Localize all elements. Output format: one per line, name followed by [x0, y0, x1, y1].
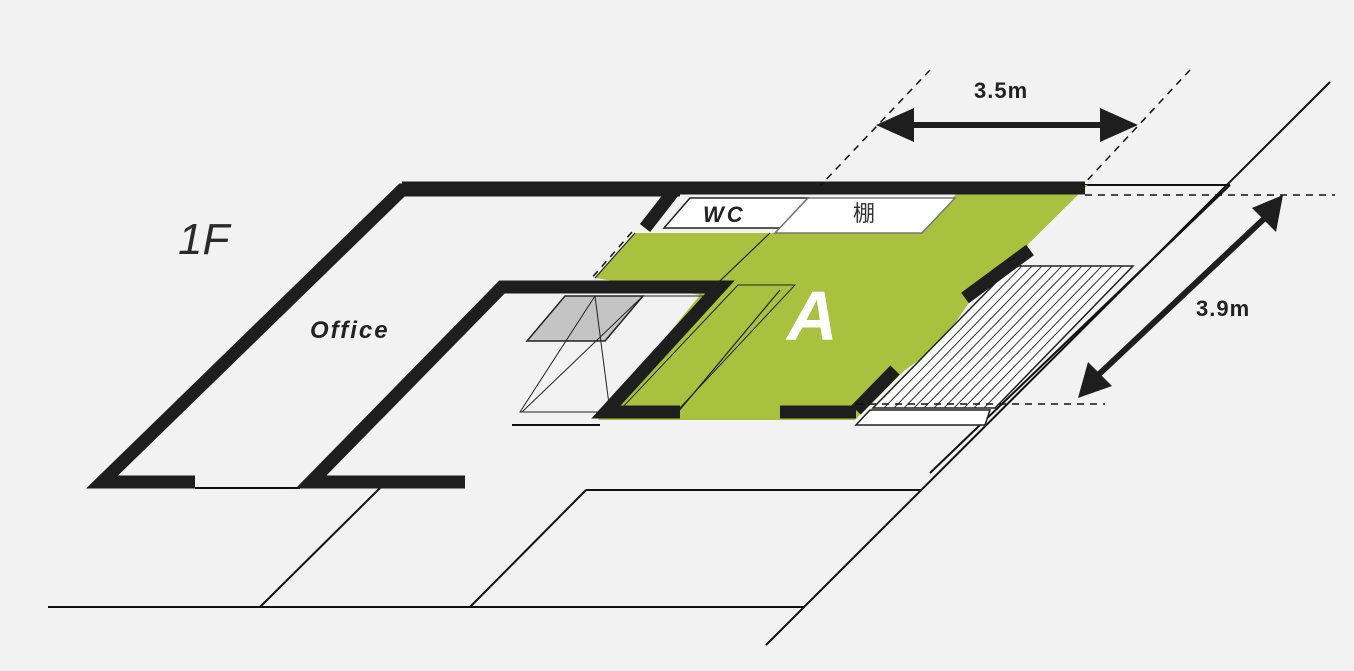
unit-a-label: A — [785, 277, 838, 355]
unit-a-area — [595, 185, 1088, 420]
depth-dimension-label: 3.9m — [1196, 296, 1250, 321]
depth-dimension-arrow — [1078, 195, 1283, 398]
shelf-label: 棚 — [853, 202, 875, 227]
office-label: Office — [310, 317, 390, 344]
wc-label: WC — [703, 202, 746, 227]
shelf-room — [773, 197, 957, 234]
width-dimension-label: 3.5m — [974, 78, 1028, 103]
stair-hatch — [854, 265, 1135, 426]
floor-label: 1F — [178, 215, 231, 264]
dimension-extensions — [589, 69, 1335, 405]
width-dimension-arrow — [876, 108, 1138, 142]
core-box — [519, 284, 797, 413]
aux-lines — [594, 232, 781, 413]
